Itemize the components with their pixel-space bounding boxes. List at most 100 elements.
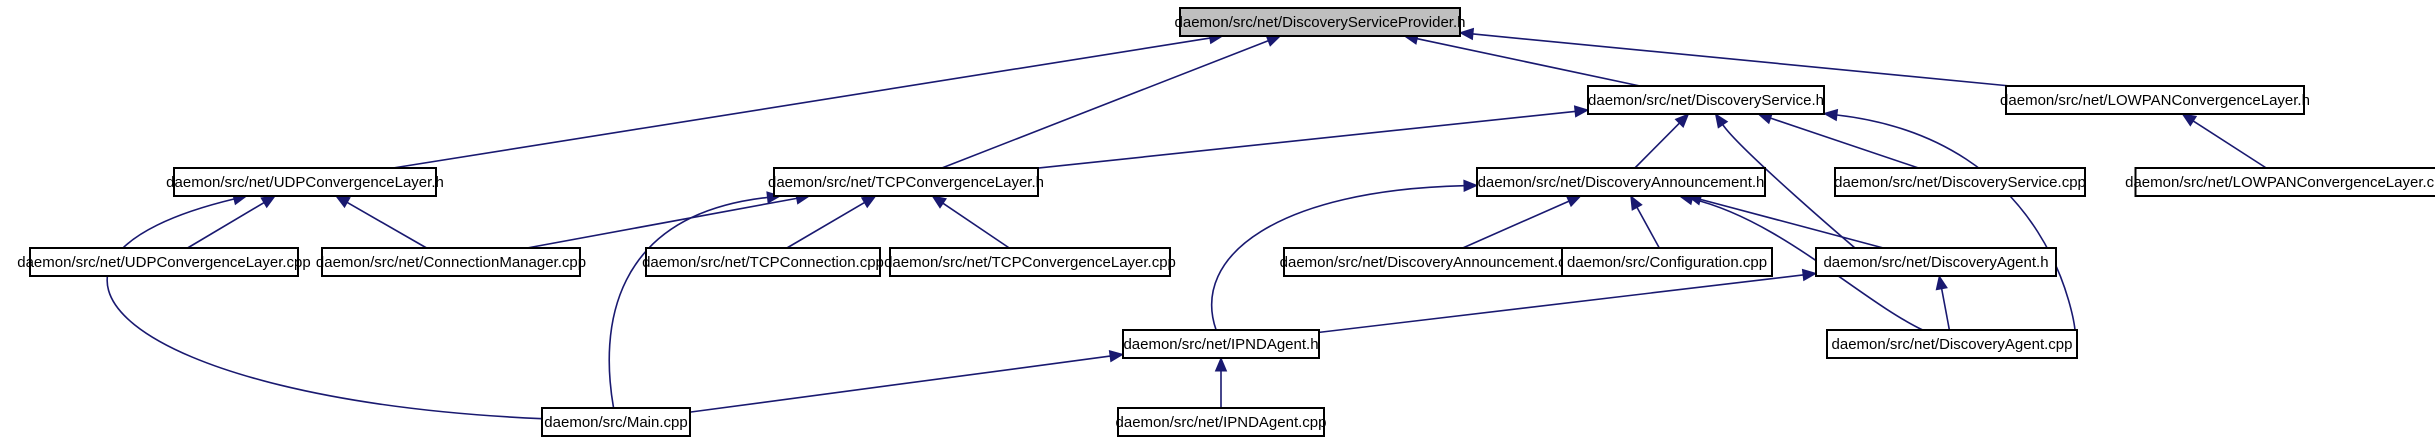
edge-line: [941, 39, 1269, 169]
node-label: daemon/src/net/DiscoveryAnnouncement.cpp: [1280, 254, 1583, 271]
node-box: [2134, 167, 2435, 197]
node-lowpan-cpp[interactable]: daemon/src/net/LOWPANConvergenceLayer.cp…: [2125, 167, 2435, 197]
node-conf-cpp[interactable]: daemon/src/Configuration.cpp: [1561, 247, 1773, 277]
edge-line: [2192, 120, 2267, 169]
node-label: daemon/src/net/IPNDAgent.h: [1123, 336, 1318, 353]
edge-lowpan-cpp-to-lowpan-h: [2181, 113, 2267, 169]
node-label: daemon/src/net/DiscoveryAgent.cpp: [1832, 336, 2073, 353]
edge-line: [1636, 207, 1661, 249]
node-label: daemon/src/net/TCPConvergenceLayer.cpp: [884, 254, 1176, 271]
node-ds-cpp[interactable]: daemon/src/net/DiscoveryService.cpp: [1834, 167, 2086, 197]
arrowhead-icon: [1214, 356, 1228, 372]
node-box: [1476, 167, 1766, 197]
node-box: [541, 407, 691, 437]
edge-line: [1700, 198, 1884, 249]
node-box: [1283, 247, 1579, 277]
edge-ipnd-h-to-da-h: [1210, 179, 1479, 331]
node-box: [2005, 85, 2305, 115]
edge-tcpconn-cpp-to-tcp-h: [786, 195, 877, 249]
node-ipnd-h[interactable]: daemon/src/net/IPNDAgent.h: [1122, 329, 1320, 359]
edge-line: [1210, 184, 1465, 331]
node-label: daemon/src/net/DiscoveryService.cpp: [1834, 174, 2086, 191]
node-lowpan-h[interactable]: daemon/src/net/LOWPANConvergenceLayer.h: [2000, 85, 2310, 115]
arrowhead-icon: [1265, 35, 1282, 47]
edge-line: [392, 37, 1210, 169]
node-label: daemon/src/net/TCPConnection.cpp: [642, 254, 884, 271]
node-cm-cpp[interactable]: daemon/src/net/ConnectionManager.cpp: [316, 247, 586, 277]
node-ipnd-cpp[interactable]: daemon/src/net/IPNDAgent.cpp: [1116, 407, 1327, 437]
edge-line: [1770, 117, 1919, 169]
node-box: [645, 247, 881, 277]
node-box: [1834, 167, 2086, 197]
edge-line: [106, 198, 543, 420]
node-label: daemon/src/net/TCPConvergenceLayer.h: [768, 174, 1044, 191]
node-box: [1815, 247, 2057, 277]
node-dagent-cpp[interactable]: daemon/src/net/DiscoveryAgent.cpp: [1826, 329, 2078, 359]
edge-lowpan-h-to-root: [1458, 27, 2011, 87]
node-label: daemon/src/Main.cpp: [544, 414, 687, 431]
arrowhead-icon: [260, 195, 277, 209]
edge-line: [942, 202, 1010, 249]
edge-da-cpp-to-da-h: [1462, 195, 1582, 249]
node-label: daemon/src/Configuration.cpp: [1567, 254, 1767, 271]
edge-dagent-h-to-ds-h: [1714, 112, 1856, 249]
node-box: [1122, 329, 1320, 359]
node-box: [321, 247, 581, 277]
edge-line: [1722, 124, 1856, 249]
node-box: [173, 167, 437, 197]
arrowhead-icon: [860, 195, 877, 209]
edge-dagent-cpp-to-dagent-h: [1935, 274, 1951, 331]
arrowhead-icon: [1630, 194, 1643, 211]
arrowhead-icon: [931, 195, 947, 209]
node-da-cpp[interactable]: daemon/src/net/DiscoveryAnnouncement.cpp: [1280, 247, 1583, 277]
edge-dagent-h-to-da-h: [1686, 193, 1884, 249]
node-label: daemon/src/net/LOWPANConvergenceLayer.cp…: [2125, 174, 2435, 191]
node-label: daemon/src/net/UDPConvergenceLayer.cpp: [17, 254, 311, 271]
edge-tcp-h-to-ds-h: [1037, 105, 1590, 169]
nodes-layer: daemon/src/net/DiscoveryServiceProvider.…: [17, 7, 2435, 437]
node-da-h[interactable]: daemon/src/net/DiscoveryAnnouncement.h: [1476, 167, 1766, 197]
arrowhead-icon: [1463, 179, 1479, 192]
edge-line: [1416, 37, 1641, 87]
node-main-cpp[interactable]: daemon/src/Main.cpp: [541, 407, 691, 437]
edge-cm-cpp-to-tcp-h: [526, 192, 811, 249]
edge-main-cpp-to-udp-h: [106, 193, 543, 420]
node-dagent-h[interactable]: daemon/src/net/DiscoveryAgent.h: [1815, 247, 2057, 277]
node-label: daemon/src/net/UDPConvergenceLayer.h: [166, 174, 444, 191]
node-box: [1561, 247, 1773, 277]
node-root: daemon/src/net/DiscoveryServiceProvider.…: [1175, 7, 1466, 37]
node-tcp-cpp[interactable]: daemon/src/net/TCPConvergenceLayer.cpp: [884, 247, 1176, 277]
edge-main-cpp-to-ipnd-h: [689, 349, 1125, 413]
arrowhead-icon: [334, 195, 351, 209]
edge-line: [526, 197, 797, 249]
arrowhead-icon: [1108, 349, 1125, 363]
edge-line: [608, 196, 768, 409]
edge-ds-h-to-root: [1403, 32, 1641, 87]
node-box: [1826, 329, 2078, 359]
edge-line: [1472, 33, 2011, 87]
node-box: [1179, 7, 1461, 37]
edge-line: [1318, 274, 1804, 334]
node-label: daemon/src/net/IPNDAgent.cpp: [1116, 414, 1327, 431]
edge-tcp-cpp-to-tcp-h: [931, 195, 1010, 249]
node-label: daemon/src/net/LOWPANConvergenceLayer.h: [2000, 92, 2310, 109]
node-udp-h[interactable]: daemon/src/net/UDPConvergenceLayer.h: [166, 167, 444, 197]
node-ds-h[interactable]: daemon/src/net/DiscoveryService.h: [1587, 85, 1825, 115]
edge-line: [187, 201, 265, 249]
edge-dagent-cpp-to-ds-h: [1822, 108, 2076, 331]
node-tcpconn-cpp[interactable]: daemon/src/net/TCPConnection.cpp: [642, 247, 884, 277]
node-box: [29, 247, 299, 277]
edge-ds-cpp-to-ds-h: [1757, 112, 1919, 169]
node-tcp-h[interactable]: daemon/src/net/TCPConvergenceLayer.h: [768, 167, 1044, 197]
edge-line: [786, 201, 865, 249]
node-udp-cpp[interactable]: daemon/src/net/UDPConvergenceLayer.cpp: [17, 247, 311, 277]
edge-line: [689, 355, 1111, 413]
edge-conf-cpp-to-da-h: [1630, 194, 1661, 249]
edge-ipnd-h-to-dagent-h: [1318, 268, 1818, 334]
edge-ipnd-cpp-to-ipnd-h: [1214, 356, 1228, 408]
node-label: daemon/src/net/DiscoveryServiceProvider.…: [1175, 14, 1466, 31]
arrowhead-icon: [1458, 27, 1475, 41]
node-box: [889, 247, 1171, 277]
arrowhead-icon: [1801, 268, 1818, 282]
